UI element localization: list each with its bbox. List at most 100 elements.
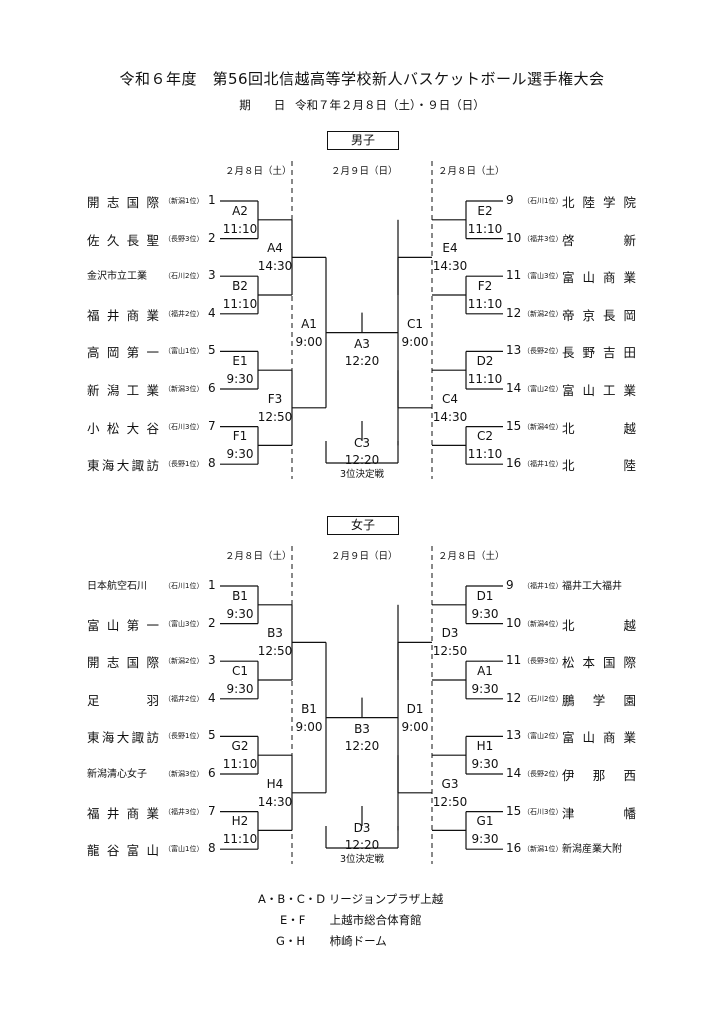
girls-team-rank-left: （石川1位）	[164, 582, 204, 590]
girls-team-name-right: 伊那西	[562, 768, 636, 783]
girls-team-name-right: 鵬学園	[562, 692, 636, 708]
boys-r1-left-time: 9:30	[226, 447, 254, 462]
boys-r2-right-time: 14:30	[432, 259, 468, 274]
boys-team-seed-right: 11	[506, 268, 522, 283]
girls-r1-right-code: A1	[477, 664, 493, 678]
boys-team-seed-right: 9	[506, 193, 514, 207]
boys-team-name-right: 北陸学院	[562, 195, 636, 210]
boys-team-rank-right: （富山3位）	[523, 272, 563, 281]
boys-r1-right-code: C2	[476, 429, 493, 444]
girls-team-seed-right: 14	[506, 766, 522, 780]
boys-team-name-right: 富山工業	[562, 383, 636, 398]
boys-day1-left: ２月８日（土）	[225, 166, 292, 177]
boys-team-rank-left: （長野1位）	[164, 460, 204, 469]
girls-final-time: 12:20	[344, 738, 380, 753]
boys-r1-left-code: F1	[232, 429, 248, 444]
girls-r1-right-time: 9:30	[471, 606, 499, 621]
boys-team-rank-left: （福井2位）	[164, 309, 204, 318]
boys-team-seed-right: 13	[506, 343, 522, 358]
girls-team-name-right: 新潟産業大附	[562, 844, 622, 856]
boys-final-time: 12:20	[344, 353, 380, 368]
girls-team-name-right: 津 幡	[562, 805, 636, 821]
venue-codes: G・H	[276, 934, 306, 948]
girls-team-seed-left: 3	[208, 653, 216, 668]
girls-team-seed-right: 11	[506, 653, 522, 668]
girls-team-name-right: 富山商業	[562, 730, 636, 746]
boys-r1-right-code: F2	[477, 279, 493, 293]
boys-team-name-right: 啓 新	[562, 232, 636, 248]
event-date: 期 日 令和７年２月８日（土）・９日（日）	[0, 97, 724, 113]
girls-team-seed-left: 2	[208, 615, 216, 630]
boys-r2-left-time: 12:50	[257, 409, 293, 424]
girls-r1-left-code: H2	[231, 814, 249, 829]
girls-r1-right-time: 9:30	[471, 682, 499, 696]
girls-team-rank-right: （新潟4位）	[523, 619, 563, 628]
boys-r1-right-time: 11:10	[467, 372, 503, 387]
girls-semi-left-code: B1	[301, 701, 317, 716]
girls-team-name-left: 開志国際	[87, 655, 159, 671]
boys-team-name-left: 高岡第一	[87, 345, 159, 361]
boys-team-seed-left: 6	[208, 381, 216, 395]
boys-team-rank-right: （新潟4位）	[523, 422, 563, 431]
boys-team-seed-left: 3	[208, 268, 216, 283]
girls-team-seed-right: 9	[506, 578, 514, 592]
boys-team-rank-left: （長野3位）	[164, 234, 204, 243]
boys-team-rank-left: （富山1位）	[164, 347, 204, 356]
girls-team-seed-right: 12	[506, 690, 522, 705]
boys-team-seed-right: 14	[506, 381, 522, 395]
boys-team-rank-left: （新潟3位）	[164, 385, 204, 393]
boys-r2-left-code: A4	[267, 241, 283, 256]
girls-day2: ２月９日（日）	[331, 551, 398, 562]
girls-team-name-right: 松本国際	[562, 655, 636, 671]
boys-team-seed-right: 16	[506, 456, 522, 471]
girls-team-name-left: 東海大諏訪	[87, 730, 159, 746]
girls-r2-right-code: G3	[441, 776, 459, 791]
boys-r2-right-time: 14:30	[432, 409, 468, 424]
girls-team-rank-left: （福井2位）	[164, 694, 204, 703]
girls-r1-right-time: 9:30	[471, 757, 499, 772]
girls-team-rank-left: （新潟2位）	[164, 657, 204, 666]
girls-team-seed-right: 16	[506, 841, 522, 856]
girls-team-rank-right: （新潟1位）	[523, 845, 563, 854]
girls-day1-right: ２月８日（土）	[438, 551, 505, 562]
boys-semi-right-time: 9:00	[401, 334, 429, 349]
boys-team-seed-left: 7	[208, 418, 216, 433]
boys-team-rank-right: （福井3位）	[523, 234, 563, 243]
girls-day1-left: ２月８日（土）	[225, 551, 292, 562]
date-value: 令和７年２月８日（土）・９日（日）	[294, 98, 485, 112]
girls-team-seed-left: 5	[208, 728, 216, 743]
boys-final-code: A3	[354, 336, 370, 351]
boys-team-rank-right: （長野2位）	[523, 347, 563, 356]
boys-r1-left-time: 11:10	[222, 221, 258, 236]
girls-team-rank-left: （富山1位）	[164, 845, 204, 854]
boys-r1-right-time: 11:10	[467, 221, 503, 236]
boys-team-rank-right: （新潟2位）	[523, 309, 563, 318]
girls-section-label: 女子	[327, 516, 399, 535]
boys-team-name-left: 小松大谷	[87, 420, 159, 436]
boys-team-seed-left: 1	[208, 193, 216, 207]
boys-r1-right-time: 11:10	[467, 297, 503, 311]
boys-team-seed-left: 4	[208, 305, 216, 320]
boys-team-seed-right: 12	[506, 305, 522, 320]
boys-section-label: 男子	[327, 131, 399, 150]
girls-team-name-left: 龍谷富山	[87, 843, 159, 859]
boys-r2-right-code: E4	[442, 241, 458, 256]
girls-team-seed-right: 13	[506, 728, 522, 743]
boys-team-name-right: 北 越	[562, 420, 636, 436]
boys-r1-left-time: 9:30	[226, 372, 254, 387]
boys-team-name-right: 帝京長岡	[562, 307, 636, 323]
girls-team-rank-right: （石川3位）	[523, 807, 563, 816]
venue-name: リージョンプラザ上越	[328, 892, 444, 906]
girls-team-name-right: 北 越	[562, 617, 636, 633]
boys-r1-left-time: 11:10	[222, 297, 258, 311]
boys-team-seed-left: 8	[208, 456, 216, 471]
girls-r2-right-code: D3	[441, 626, 459, 641]
girls-team-rank-left: （長野1位）	[164, 732, 204, 741]
boys-r2-right-code: C4	[441, 391, 458, 406]
boys-r1-right-time: 11:10	[467, 447, 503, 462]
girls-r2-left-time: 12:50	[257, 644, 293, 659]
girls-team-seed-left: 6	[208, 766, 216, 780]
girls-team-name-left: 福井商業	[87, 805, 159, 821]
boys-team-name-left: 佐久長聖	[87, 232, 159, 248]
